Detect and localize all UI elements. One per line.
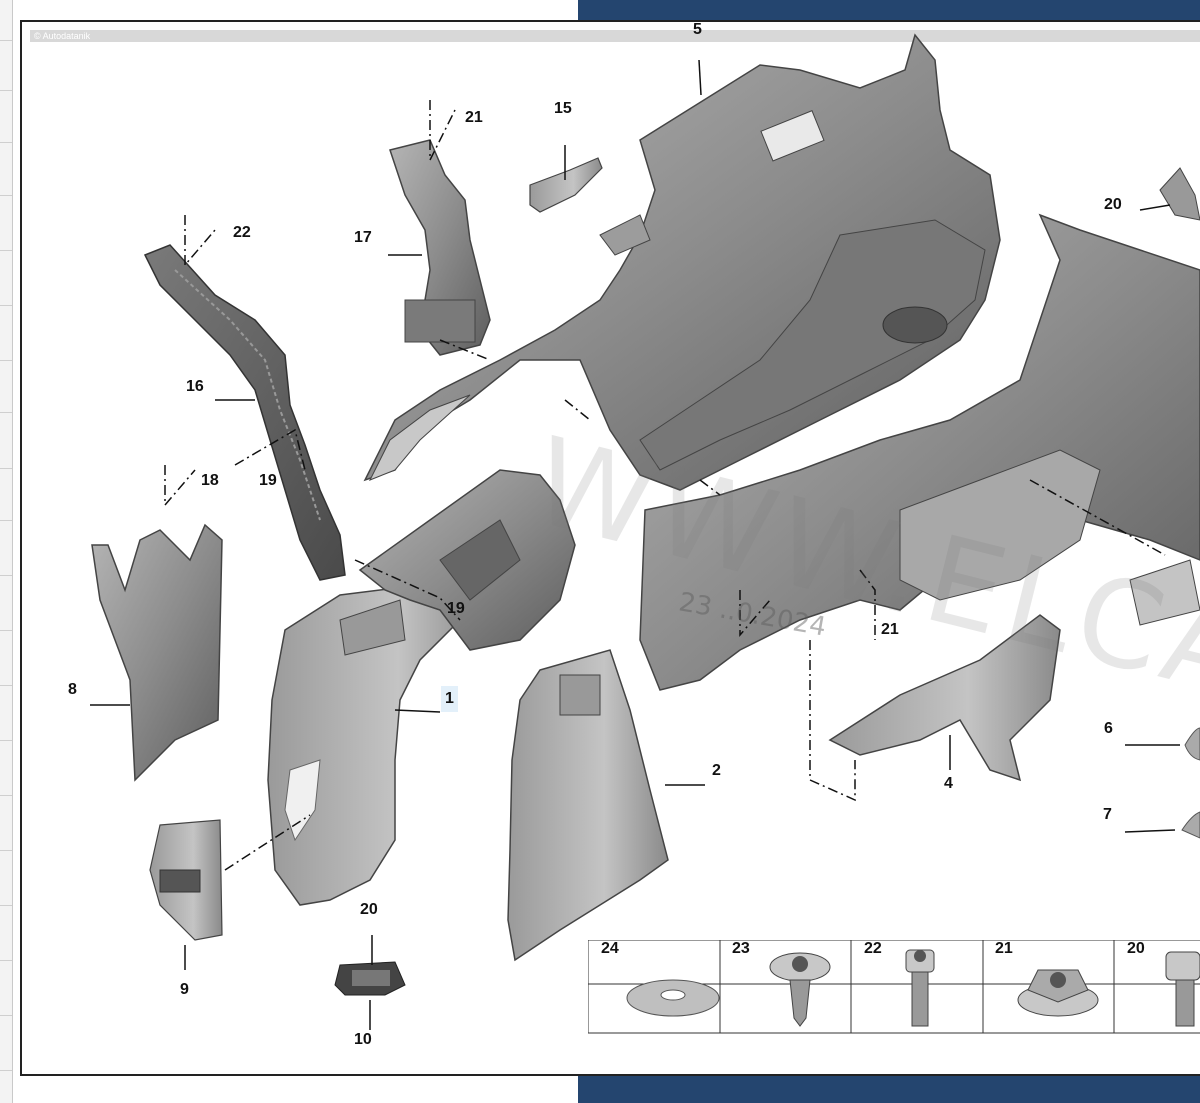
part-15-clip[interactable] xyxy=(529,157,603,213)
fastener-label-23: 23 xyxy=(732,940,750,957)
part-9-housing[interactable] xyxy=(149,819,223,941)
callout-22[interactable]: 22 xyxy=(233,224,251,241)
part-10-clip[interactable] xyxy=(334,961,406,996)
callout-19-lower[interactable]: 19 xyxy=(447,600,465,617)
part-upper-pillar-frame[interactable] xyxy=(358,469,576,651)
self-tapping-screw-icon xyxy=(769,952,831,1027)
diagram-header-bar xyxy=(30,30,1200,42)
window-left-strip xyxy=(0,0,13,1103)
callout-2[interactable]: 2 xyxy=(712,762,721,779)
torx-bolt-icon xyxy=(905,949,935,1027)
callout-10[interactable]: 10 xyxy=(354,1031,372,1048)
part-2-panel[interactable] xyxy=(507,649,669,962)
fastener-label-24: 24 xyxy=(601,940,619,957)
part-6-cap[interactable] xyxy=(1184,727,1200,761)
callout-7[interactable]: 7 xyxy=(1103,806,1112,823)
callout-21-lower[interactable]: 21 xyxy=(881,621,899,638)
part-8-bracket[interactable] xyxy=(91,523,223,782)
callout-6[interactable]: 6 xyxy=(1104,720,1113,737)
washer-icon xyxy=(626,979,720,1017)
callout-5[interactable]: 5 xyxy=(693,21,702,38)
part-7-cap[interactable] xyxy=(1181,811,1200,839)
copyright-text: © Autodatanik xyxy=(34,31,91,41)
callout-19-upper[interactable]: 19 xyxy=(259,472,277,489)
screw-icon xyxy=(1165,951,1200,1027)
part-4-cover[interactable] xyxy=(828,614,1061,782)
fastener-label-20: 20 xyxy=(1127,940,1145,957)
callout-16[interactable]: 16 xyxy=(186,378,204,395)
part-20-clip-top[interactable] xyxy=(1159,167,1200,221)
callout-17[interactable]: 17 xyxy=(354,229,372,246)
callout-20-bottom[interactable]: 20 xyxy=(360,901,378,918)
bottom-window-band xyxy=(578,1075,1200,1103)
top-window-band xyxy=(578,0,1200,20)
part-1-pillar-trim[interactable] xyxy=(267,554,486,906)
callout-4[interactable]: 4 xyxy=(944,775,953,792)
fastener-label-21: 21 xyxy=(995,940,1013,957)
callout-8[interactable]: 8 xyxy=(68,681,77,698)
flange-nut-icon xyxy=(1017,969,1099,1017)
callout-1[interactable]: 1 xyxy=(441,686,458,712)
fastener-label-22: 22 xyxy=(864,940,882,957)
callout-20-top[interactable]: 20 xyxy=(1104,196,1122,213)
fastener-table xyxy=(588,940,1200,1034)
callout-18[interactable]: 18 xyxy=(201,472,219,489)
callout-21-upper[interactable]: 21 xyxy=(465,109,483,126)
part-17-bracket[interactable] xyxy=(389,139,491,356)
part-lower-side-panel[interactable] xyxy=(639,213,1200,691)
callout-9[interactable]: 9 xyxy=(180,981,189,998)
part-16-trim-strip[interactable] xyxy=(143,244,346,581)
assembly-lines xyxy=(164,100,1166,871)
callout-15[interactable]: 15 xyxy=(554,100,572,117)
part-5-center-console[interactable] xyxy=(363,33,1001,491)
leader-lines xyxy=(90,59,1180,1030)
